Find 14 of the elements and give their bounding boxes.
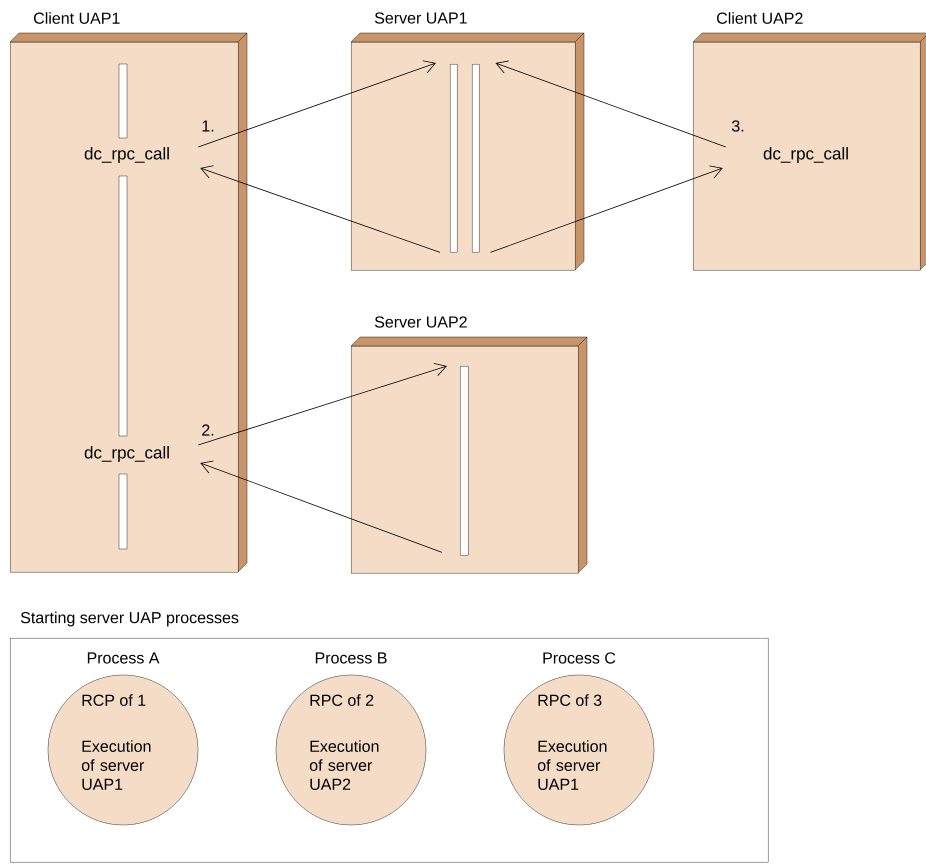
process-title: Process C [543, 652, 616, 664]
box-title: Client UAP2 [717, 12, 803, 24]
box-title: Server UAP2 [374, 316, 467, 328]
rpc-label: RPC of 2 [310, 694, 374, 706]
box-title: Server UAP1 [374, 12, 467, 24]
process-description: Execution of server UAP1 [538, 740, 606, 790]
rpc-label: RCP of 1 [82, 694, 146, 706]
process-title: Process B [316, 652, 387, 664]
process-title: Process A [88, 652, 160, 664]
panel-title: Starting server UAP processes [20, 612, 238, 626]
box-title: Client UAP1 [34, 12, 120, 24]
process-description: Execution of server UAP2 [310, 740, 378, 790]
process-description: Execution of server UAP1 [82, 740, 150, 790]
rpc-label: RPC of 3 [538, 694, 602, 706]
